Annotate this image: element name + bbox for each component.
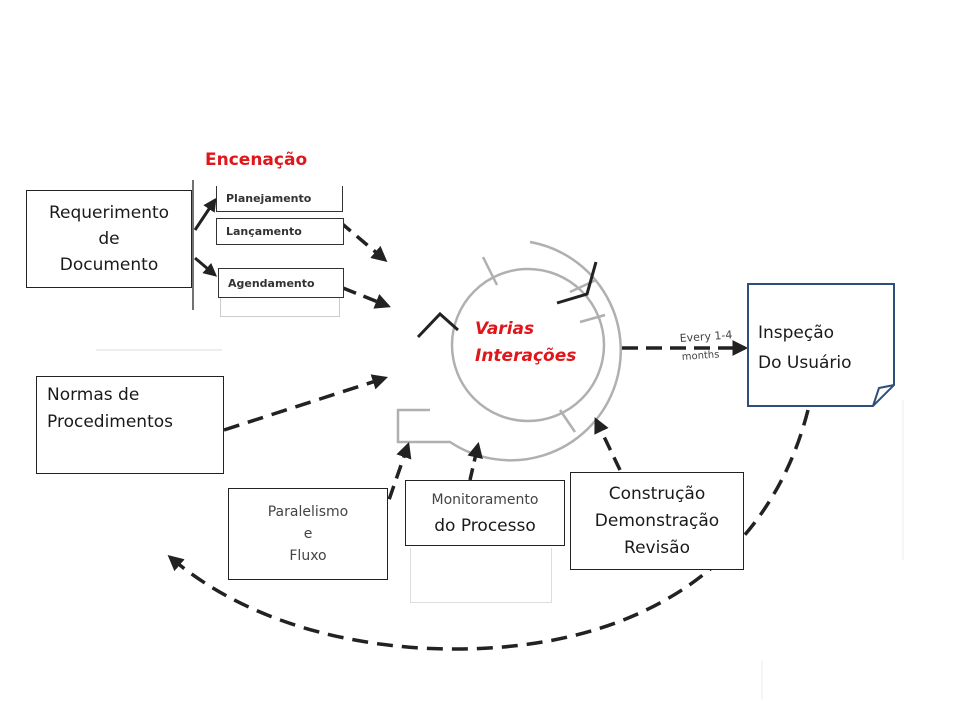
connector-to-agendamento: [194, 256, 218, 277]
arrow-agendamento-to-cycle: [342, 286, 391, 309]
parallelism-line1: Paralelismo: [267, 504, 349, 520]
arrow-monitoring-to-cycle: [467, 441, 483, 481]
staging-title: Encenação: [205, 150, 308, 170]
requirement-line1: Requerimento: [48, 203, 170, 223]
requirement-document-box: Requerimento de Documento: [26, 190, 192, 288]
parallelism-box: Paralelismo e Fluxo: [228, 488, 388, 580]
inspection-note-text: Inspeção Do Usuário: [758, 318, 852, 378]
return-arrow: [167, 409, 810, 651]
inspection-line1: Inspeção: [758, 323, 835, 343]
construction-line3: Revisão: [624, 537, 690, 558]
cycle-label-line1: Varias: [475, 319, 535, 339]
procedures-line2: Procedimentos: [47, 412, 174, 432]
parallelism-line2: e: [303, 526, 313, 542]
parallelism-line3: Fluxo: [289, 548, 327, 564]
monitoring-line1: Monitoramento: [431, 492, 539, 508]
arrow-procedures-to-cycle: [223, 374, 388, 432]
staging-item-lancamento: Lançamento: [216, 218, 344, 245]
construction-box: Construção Demonstração Revisão: [570, 472, 744, 570]
procedures-box: Normas de Procedimentos: [36, 376, 224, 474]
cycle-arrowhead-top: [556, 261, 598, 305]
requirement-line2: de: [98, 229, 120, 249]
monitoring-shadow-frame: [410, 548, 552, 603]
cycle-arrow-label-line2: months: [681, 349, 719, 363]
arrow-construction-to-cycle: [594, 417, 622, 471]
staging-item-frame: [220, 298, 340, 317]
cycle-label: Varias Interações: [475, 316, 576, 370]
monitoring-line2: do Processo: [434, 516, 536, 536]
cycle-arrowhead-left: [416, 311, 459, 339]
cycle-arrow-label-line1: Every 1-4: [679, 328, 733, 345]
connector-to-planejamento: [193, 197, 217, 231]
construction-line2: Demonstração: [594, 510, 720, 531]
staging-item-agendamento: Agendamento: [218, 268, 344, 298]
staging-item-planejamento: Planejamento: [216, 186, 343, 212]
arrow-lancamento-to-cycle: [338, 220, 388, 263]
inspection-note-shape: [747, 283, 895, 407]
monitoring-box: Monitoramento do Processo: [405, 480, 565, 546]
cycle-label-line2: Interações: [475, 346, 577, 366]
inspection-line2: Do Usuário: [758, 353, 852, 373]
requirement-line3: Documento: [59, 255, 159, 275]
construction-line1: Construção: [608, 483, 706, 504]
procedures-line1: Normas de: [47, 385, 140, 405]
